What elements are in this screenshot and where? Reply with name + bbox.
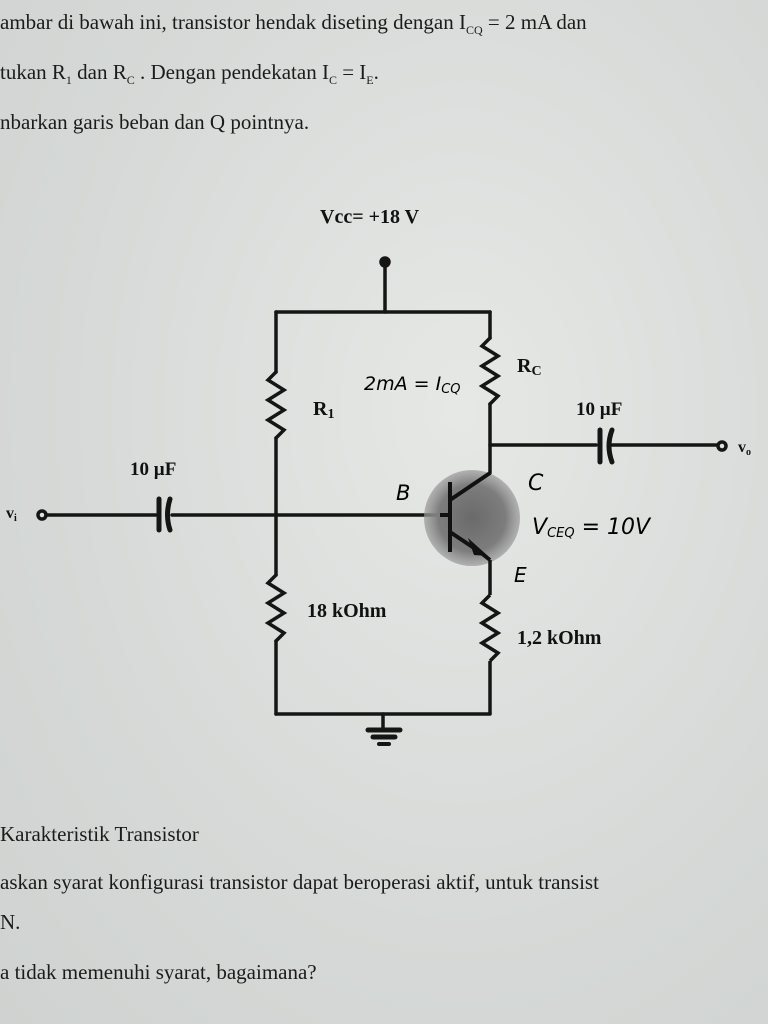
line2-sub3: C xyxy=(328,73,337,88)
rc-label: RC xyxy=(517,355,542,379)
line2-a: tukan R xyxy=(0,60,66,84)
re-resistor xyxy=(478,593,502,663)
r1-label: R1 xyxy=(313,398,334,422)
line2-sub4: E xyxy=(366,73,374,88)
re-label: 1,2 kOhm xyxy=(517,627,602,649)
problem-line-3: nbarkan garis beban dan Q pointnya. xyxy=(0,110,310,134)
problem-line-2: tukan R1 dan RC . Dengan pendekatan IC =… xyxy=(0,60,379,88)
line2-c: . Dengan pendekatan I xyxy=(134,60,329,84)
line1-text: ambar di bawah ini, transistor hendak di… xyxy=(0,10,466,34)
cout-label: 10 µF xyxy=(576,399,622,420)
handwritten-vce: VCEQ = 10V xyxy=(532,515,652,541)
line2-sub1: 1 xyxy=(65,73,72,88)
line2-b: dan R xyxy=(71,60,127,84)
line2-e: . xyxy=(373,60,379,84)
problem-line-1: ambar di bawah ini, transistor hendak di… xyxy=(0,10,587,38)
vcc-label: Vcc= +18 V xyxy=(320,206,420,228)
question-1: askan syarat konfigurasi transistor dapa… xyxy=(0,870,599,894)
handwritten-c: C xyxy=(528,471,544,496)
handwritten-e: E xyxy=(514,563,527,587)
r2-label: 18 kOhm xyxy=(307,600,387,622)
line2-sub2: C xyxy=(126,73,135,88)
section-heading: Karakteristik Transistor xyxy=(0,822,199,846)
line2-d: = I xyxy=(336,60,367,84)
rc-resistor xyxy=(478,336,502,406)
cin-label: 10 µF xyxy=(130,459,176,480)
question-1-cont: N. xyxy=(0,910,21,934)
handwritten-ic: 2mA = ICQ xyxy=(364,373,461,397)
vin-label: vi xyxy=(6,505,17,524)
handwritten-b: B xyxy=(396,481,410,505)
r2-resistor xyxy=(264,573,288,643)
vout-label: vo xyxy=(738,439,751,458)
question-2: a tidak memenuhi syarat, bagaimana? xyxy=(0,960,317,984)
r1-resistor xyxy=(264,370,288,440)
line1-tail: = 2 mA dan xyxy=(482,10,587,34)
icq-sub: CQ xyxy=(465,23,483,38)
